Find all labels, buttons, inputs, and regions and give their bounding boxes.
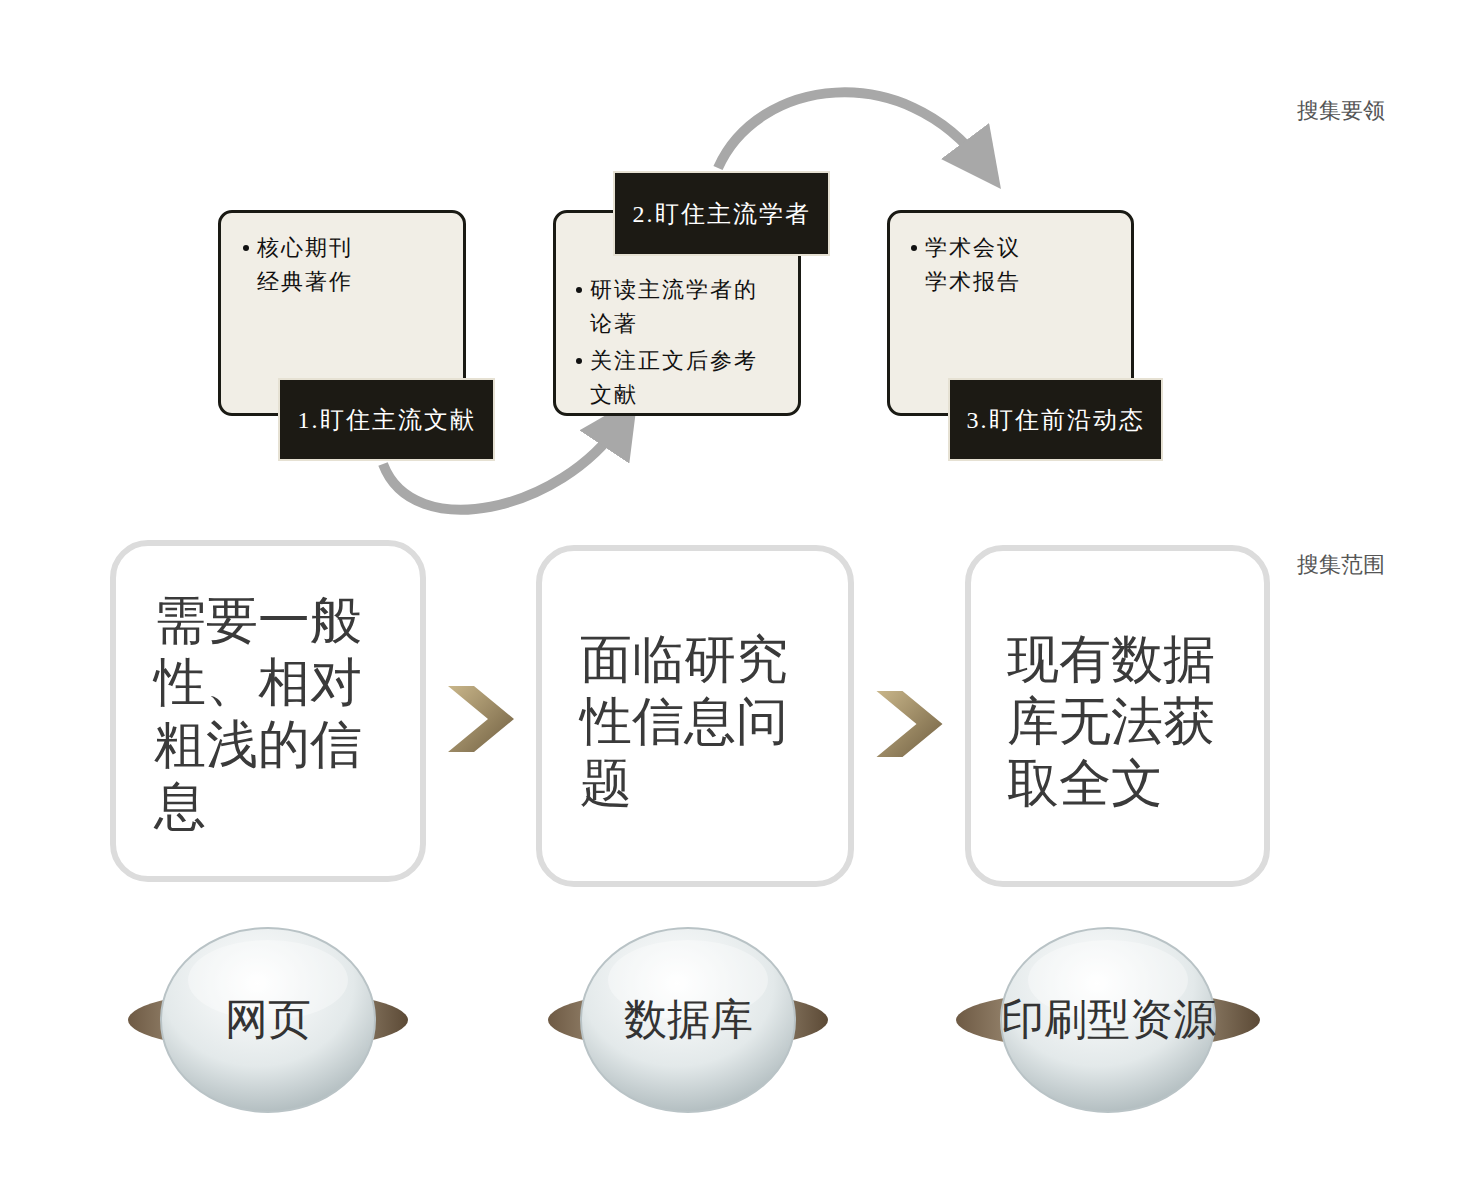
tip-box: 1.盯住主流文献核心期刊 经典著作 (218, 210, 466, 416)
bullet-text: 学术会议 学术报告 (925, 231, 1035, 299)
bullet-dot (576, 287, 582, 293)
step-heading: 1.盯住主流文献 (278, 378, 495, 461)
scope-box: 需要一般性、相对粗浅的信息 (110, 540, 426, 882)
curved-arrow (718, 92, 983, 168)
chevron-arrow (448, 686, 514, 752)
step-heading: 2.盯住主流学者 (613, 171, 830, 256)
scope-box: 面临研究性信息问题 (536, 545, 854, 887)
source-lens: 数据库 (538, 925, 838, 1115)
source-name: 印刷型资源 (948, 991, 1268, 1049)
bullet-dot (576, 358, 582, 364)
chevron-arrow (877, 691, 943, 757)
scope-text: 现有数据库无法获取全文 (1007, 629, 1234, 815)
bullet-text: 关注正文后参考文献 (590, 344, 770, 412)
chevron-shape (877, 691, 943, 757)
bullet-text: 核心期刊 经典著作 (257, 231, 367, 299)
source-lens: 网页 (118, 925, 418, 1115)
bullet-text: 研读主流学者的论著 (590, 273, 770, 341)
scope-text: 需要一般性、相对粗浅的信息 (154, 590, 386, 838)
section-label: 搜集范围 (1297, 550, 1385, 580)
chevron-shape (448, 686, 514, 752)
section-label: 搜集要领 (1297, 96, 1385, 126)
scope-box: 现有数据库无法获取全文 (965, 545, 1270, 887)
source-lens: 印刷型资源 (948, 925, 1268, 1115)
source-name: 网页 (118, 991, 418, 1049)
tip-box: 2.盯住主流学者研读主流学者的论著关注正文后参考文献 (553, 210, 801, 416)
bullet-dot (243, 245, 249, 251)
scope-text: 面临研究性信息问题 (580, 629, 814, 815)
bullet-dot (911, 245, 917, 251)
step-heading: 3.盯住前沿动态 (948, 378, 1163, 461)
source-name: 数据库 (538, 991, 838, 1049)
tip-box: 3.盯住前沿动态学术会议 学术报告 (887, 210, 1134, 416)
